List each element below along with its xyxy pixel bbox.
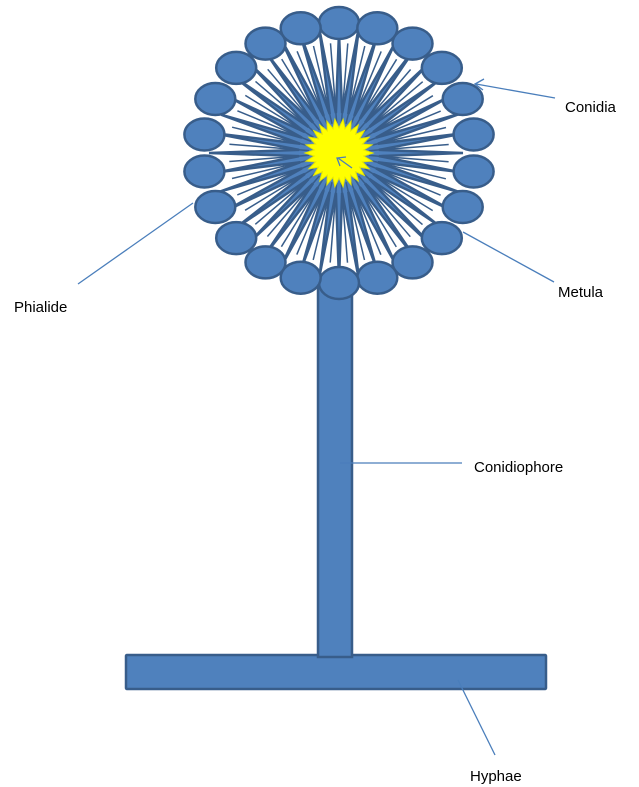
conidium bbox=[216, 222, 256, 254]
label-conidiophore: Conidiophore bbox=[474, 459, 563, 476]
conidium bbox=[246, 28, 286, 60]
conidium bbox=[393, 28, 433, 60]
conidium bbox=[393, 246, 433, 278]
conidiophore-stalk bbox=[318, 282, 352, 657]
conidium bbox=[319, 7, 359, 39]
conidium bbox=[319, 267, 359, 299]
conidium bbox=[357, 12, 397, 44]
label-hyphae: Hyphae bbox=[470, 768, 522, 785]
conidium bbox=[195, 83, 235, 115]
conidium bbox=[184, 156, 224, 188]
hyphae-bar bbox=[126, 655, 546, 689]
conidium bbox=[443, 83, 483, 115]
label-phialide: Phialide bbox=[14, 299, 67, 316]
conidium bbox=[184, 119, 224, 151]
label-metula: Metula bbox=[558, 284, 604, 301]
conidium bbox=[281, 12, 321, 44]
conidium bbox=[246, 246, 286, 278]
conidium bbox=[454, 156, 494, 188]
conidia-leader bbox=[476, 84, 555, 98]
conidium bbox=[454, 119, 494, 151]
conidium bbox=[216, 52, 256, 84]
conidium bbox=[357, 262, 397, 294]
conidium bbox=[422, 222, 462, 254]
phialide-leader bbox=[78, 203, 193, 284]
metula-leader bbox=[463, 232, 554, 282]
label-conidia: Conidia bbox=[565, 99, 617, 116]
conidium bbox=[281, 262, 321, 294]
conidium bbox=[443, 191, 483, 223]
hyphae-leader bbox=[458, 680, 495, 755]
conidium bbox=[195, 191, 235, 223]
conidium bbox=[422, 52, 462, 84]
